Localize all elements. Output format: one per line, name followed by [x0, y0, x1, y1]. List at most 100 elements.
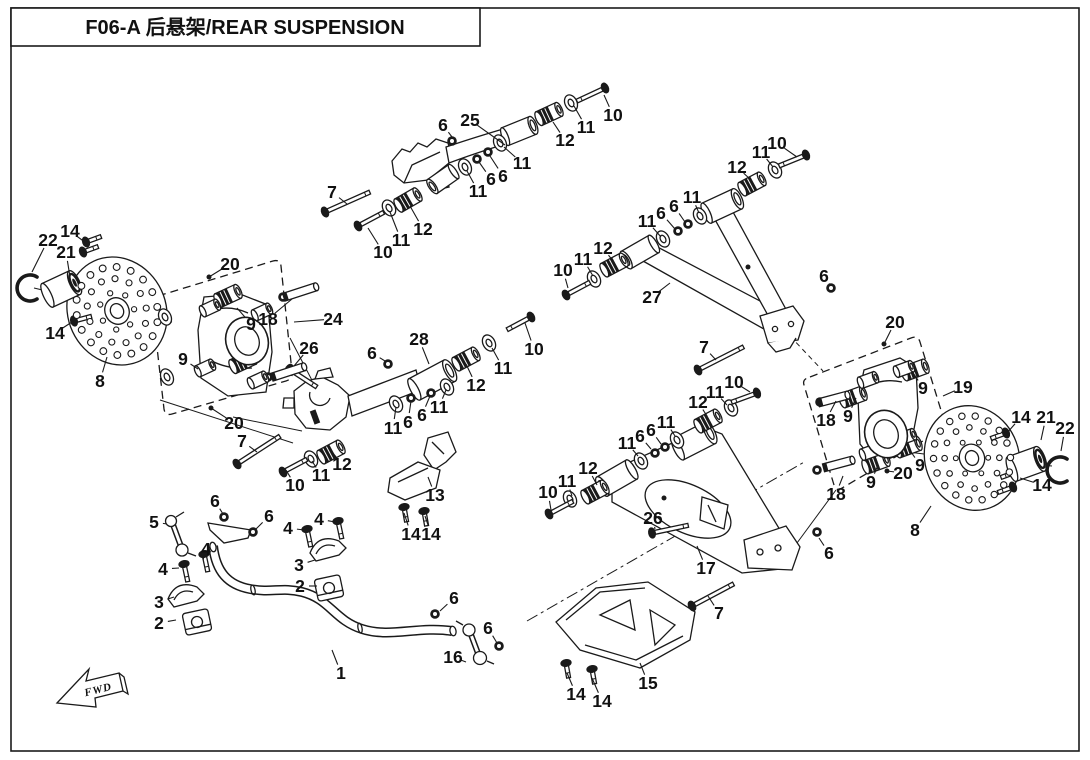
leader-dot: [208, 405, 214, 411]
disc-hole: [126, 321, 134, 328]
callout-label: 28: [409, 329, 429, 349]
skid-plate-15: [555, 581, 696, 669]
lower-a-arm-17: [611, 427, 801, 574]
leader-line: [447, 131, 453, 138]
callout-label: 24: [323, 309, 343, 329]
leader-line: [167, 596, 175, 600]
leader-line: [167, 619, 177, 622]
leader-line: [591, 475, 598, 486]
leader-line: [919, 505, 932, 523]
disc-hole: [996, 454, 1003, 462]
hw-b: [505, 311, 536, 333]
callout-label: 11: [574, 249, 593, 269]
leader-line: [851, 397, 857, 408]
hw-b: [544, 498, 575, 520]
disc-hole: [984, 417, 992, 425]
hw-bo: [198, 298, 222, 318]
leader-line: [645, 442, 652, 450]
leader-dot: [881, 341, 887, 347]
callout-label: 6: [483, 618, 493, 638]
brake-disc-left: [66, 256, 168, 366]
disc-hole: [97, 301, 104, 308]
callout-label: 17: [696, 558, 715, 578]
hw-b: [278, 456, 309, 478]
leader-line: [424, 395, 431, 407]
callout-label: 10: [285, 475, 305, 495]
hw-p: [821, 455, 856, 473]
disc-hole: [107, 290, 114, 297]
fwd-arrow-icon: FWD: [55, 666, 129, 708]
callout-label: 20: [220, 254, 240, 274]
callout-label: 14: [1032, 475, 1052, 495]
hw-n: [683, 219, 693, 229]
disc-hole: [933, 469, 941, 477]
leader-line: [162, 522, 168, 525]
leader-line: [829, 400, 837, 413]
leader-line: [883, 329, 892, 345]
disc-hole: [991, 439, 998, 446]
leader-line: [564, 278, 569, 289]
hw-b: [78, 243, 100, 258]
hw-bo: [250, 302, 274, 322]
page-title: F06-A 后悬架/REAR SUSPENSION: [85, 16, 404, 39]
hw-w: [303, 450, 319, 468]
callout-label: 11: [706, 382, 725, 402]
callout-label: 6: [646, 420, 656, 440]
callout-label: 6: [367, 343, 377, 363]
callout-label: 12: [593, 238, 613, 258]
hw-ri: [224, 316, 270, 366]
callout-label: 9: [843, 406, 853, 426]
leader-line: [491, 347, 500, 361]
hw-n: [248, 527, 258, 537]
callout-label: 11: [618, 433, 637, 453]
leader-line: [1006, 423, 1016, 434]
disc-hole: [153, 318, 162, 327]
disc-hole: [930, 440, 939, 448]
disc-hole: [929, 454, 938, 463]
callout-label: 15: [638, 673, 658, 693]
disc-hole: [946, 470, 953, 477]
disc-hole: [134, 332, 142, 340]
disc-hole: [87, 288, 95, 296]
leader-line: [461, 659, 467, 663]
disc-hole: [993, 469, 1001, 477]
bar-clamp-left: [167, 584, 205, 608]
callout-label: 7: [714, 603, 724, 623]
callout-label: 4: [158, 559, 168, 579]
leader-line: [766, 158, 774, 168]
leader-line: [311, 460, 317, 468]
disc-hole: [945, 417, 954, 426]
callout-label: 7: [699, 337, 709, 357]
callout-label: 18: [816, 410, 836, 430]
callout-label: 16: [443, 647, 463, 667]
hw-b: [353, 209, 386, 232]
callout-label: 12: [578, 458, 598, 478]
bar-bushing-right: [313, 574, 345, 602]
callout-label: 6: [449, 588, 459, 608]
leader-line: [274, 298, 293, 314]
hw-n: [494, 641, 504, 651]
leader-line: [743, 172, 752, 181]
callout-label: 20: [885, 312, 905, 332]
callout-label: 2: [295, 576, 305, 596]
callout-label: 26: [643, 508, 663, 528]
hw-b: [687, 581, 736, 612]
callout-label: 14: [60, 221, 80, 241]
callout-label: 21: [1036, 407, 1056, 427]
disc-hole: [984, 481, 992, 488]
leader-line: [393, 406, 397, 420]
disc-hole: [77, 281, 86, 290]
hw-b: [320, 189, 372, 218]
disc-hole: [112, 263, 121, 271]
callout-label: 11: [657, 412, 676, 432]
hw-n: [219, 512, 229, 522]
callout-label: 11: [683, 187, 702, 207]
callout-label: 3: [154, 592, 164, 612]
disc-hole: [127, 349, 136, 358]
callout-label: 10: [767, 133, 787, 153]
bar-bushing-left: [181, 608, 213, 636]
disc-hole: [148, 288, 157, 297]
callout-label: 10: [373, 242, 393, 262]
leader-line: [424, 515, 429, 526]
callout-label: 6: [438, 115, 448, 135]
